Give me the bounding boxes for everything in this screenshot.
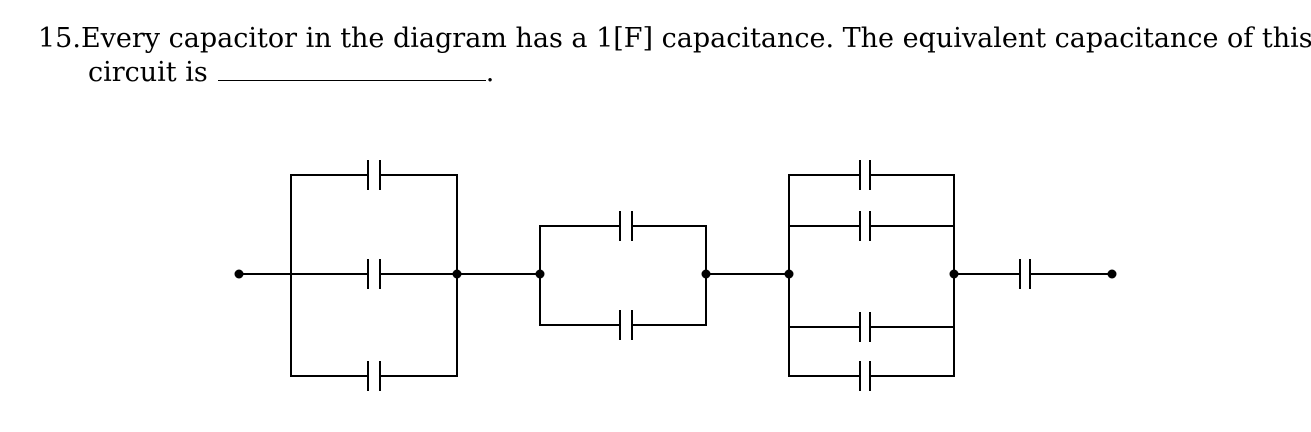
- question-text-line-2: circuit is: [88, 57, 208, 88]
- junction-node: [701, 269, 711, 279]
- junction-node: [452, 269, 462, 279]
- group-1-right-rail: [380, 174, 458, 377]
- junction-node: [949, 269, 959, 279]
- answer-blank[interactable]: [217, 58, 486, 81]
- capacitor-3-2: [859, 211, 871, 241]
- capacitor-1-1: [367, 160, 381, 190]
- capacitor-3-3: [859, 312, 871, 342]
- capacitor-2-1: [619, 211, 633, 241]
- nodes: [234, 269, 1117, 279]
- junction-node: [784, 269, 794, 279]
- capacitor-3-1: [859, 160, 871, 190]
- group-3-left-rail: [788, 174, 860, 377]
- junction-node: [535, 269, 545, 279]
- question-text-line-1: Every capacitor in the diagram has a 1[F…: [80, 23, 1311, 54]
- question-number: 15.: [38, 23, 81, 54]
- group-3-right-rail: [870, 174, 955, 377]
- group-2-left-rail: [539, 225, 620, 326]
- question-period: .: [485, 57, 495, 88]
- capacitor-1-2: [367, 259, 381, 289]
- question-line-2: circuit is.: [38, 56, 1268, 90]
- parallel-group-1: [290, 160, 458, 391]
- question-line-1: 15. Every capacitor in the diagram has a…: [38, 22, 1311, 56]
- group-2-right-rail: [632, 225, 707, 326]
- capacitor-1-3: [367, 361, 381, 391]
- capacitor-2-2: [619, 310, 633, 340]
- capacitor-4-1: [1019, 259, 1031, 289]
- question-text: 15. Every capacitor in the diagram has a…: [38, 22, 1311, 90]
- parallel-group-3: [788, 160, 955, 391]
- terminal-right-node: [1107, 269, 1117, 279]
- parallel-group-2: [539, 211, 707, 340]
- group-1-left-rail: [290, 174, 368, 377]
- capacitor-3-4: [859, 361, 871, 391]
- terminal-left-node: [234, 269, 244, 279]
